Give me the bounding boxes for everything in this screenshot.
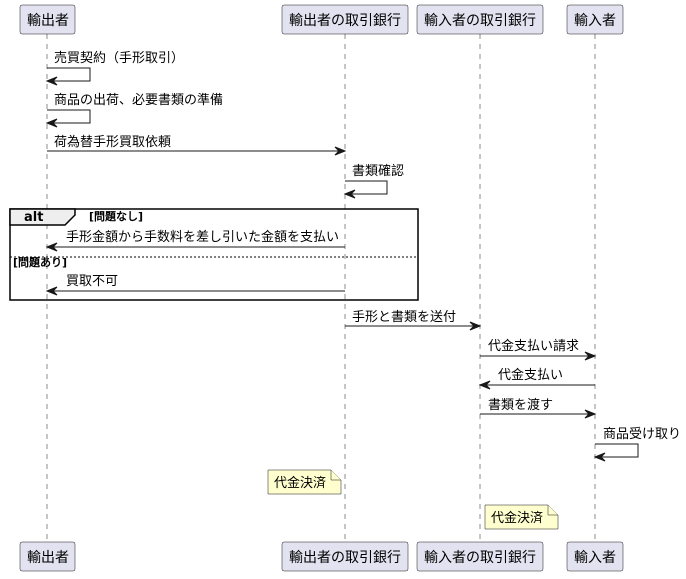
message-7: 手形と書類を送付 [345,310,482,331]
alt-keyword: alt [24,210,43,225]
message-2: 商品の出荷、必要書類の準備 [45,92,223,128]
participant-importer-label-bottom: 輸入者 [574,550,616,566]
participant-exporter-bank-top: 輸出者の取引銀行 [281,4,409,35]
note-2-label: 代金決済 [491,510,543,526]
message-11-label: 商品受け取り [603,427,681,442]
message-3-label: 荷為替手形買取依頼 [54,134,171,150]
message-10: 書類を渡す [480,397,597,419]
message-7-label: 手形と書類を送付 [352,310,456,325]
message-9-label: 代金支払い [498,367,563,383]
note-1-label: 代金決済 [274,475,326,491]
participant-importer-bank-label: 輸入者の取引銀行 [424,13,536,29]
message-2-label: 商品の出荷、必要書類の準備 [54,92,223,108]
note-1: 代金決済 [267,469,342,495]
participant-exporter-bank-label: 輸出者の取引銀行 [289,13,401,29]
message-10-label: 書類を渡す [488,397,553,413]
message-1-label: 売買契約（手形取引） [54,50,184,66]
participant-importer-bank-bottom: 輸入者の取引銀行 [416,541,544,572]
participant-exporter-label-bottom: 輸出者 [27,550,69,566]
alt-guard-1: [問題なし] [89,210,143,223]
message-9: 代金支払い [478,367,595,390]
message-4-label: 書類確認 [352,163,404,179]
arrowhead-icon [584,409,597,419]
arrowhead-icon [343,189,356,199]
arrowhead-icon [593,452,606,462]
message-6-label: 買取不可 [66,274,118,289]
participant-importer-bottom: 輸入者 [566,541,624,572]
participant-exporter-label: 輸出者 [27,13,69,29]
message-1: 売買契約（手形取引） [45,50,184,86]
participant-importer-label: 輸入者 [574,13,616,29]
participant-exporter-bank-label-bottom: 輸出者の取引銀行 [289,550,401,566]
arrowhead-icon [45,286,58,296]
arrowhead-icon [469,321,482,331]
participant-importer-bank-label-bottom: 輸入者の取引銀行 [424,550,536,566]
arrowhead-icon [478,380,491,390]
participant-exporter-bottom: 輸出者 [19,541,76,572]
message-8-label: 代金支払い請求 [488,338,579,354]
message-11: 商品受け取り [593,427,681,462]
message-3: 荷為替手形買取依頼 [47,134,347,156]
message-5-label: 手形金額から手数料を差し引いた金額を支払い [66,229,339,245]
note-2: 代金決済 [484,504,559,530]
participant-importer-top: 輸入者 [566,4,624,35]
participant-exporter-top: 輸出者 [19,4,76,35]
arrowhead-icon [334,146,347,156]
arrowhead-icon [45,76,58,86]
alt-frame: alt [問題なし] [問題あり] [9,208,419,301]
alt-guard-2: [問題あり] [13,256,67,269]
arrowhead-icon [45,118,58,128]
message-6: 買取不可 [45,274,345,296]
arrowhead-icon [45,242,58,252]
participant-importer-bank-top: 輸入者の取引銀行 [416,4,544,35]
message-8: 代金支払い請求 [480,338,597,361]
message-4: 書類確認 [343,163,404,199]
arrowhead-icon [584,351,597,361]
participant-exporter-bank-bottom: 輸出者の取引銀行 [281,541,409,572]
message-5: 手形金額から手数料を差し引いた金額を支払い [45,229,345,252]
